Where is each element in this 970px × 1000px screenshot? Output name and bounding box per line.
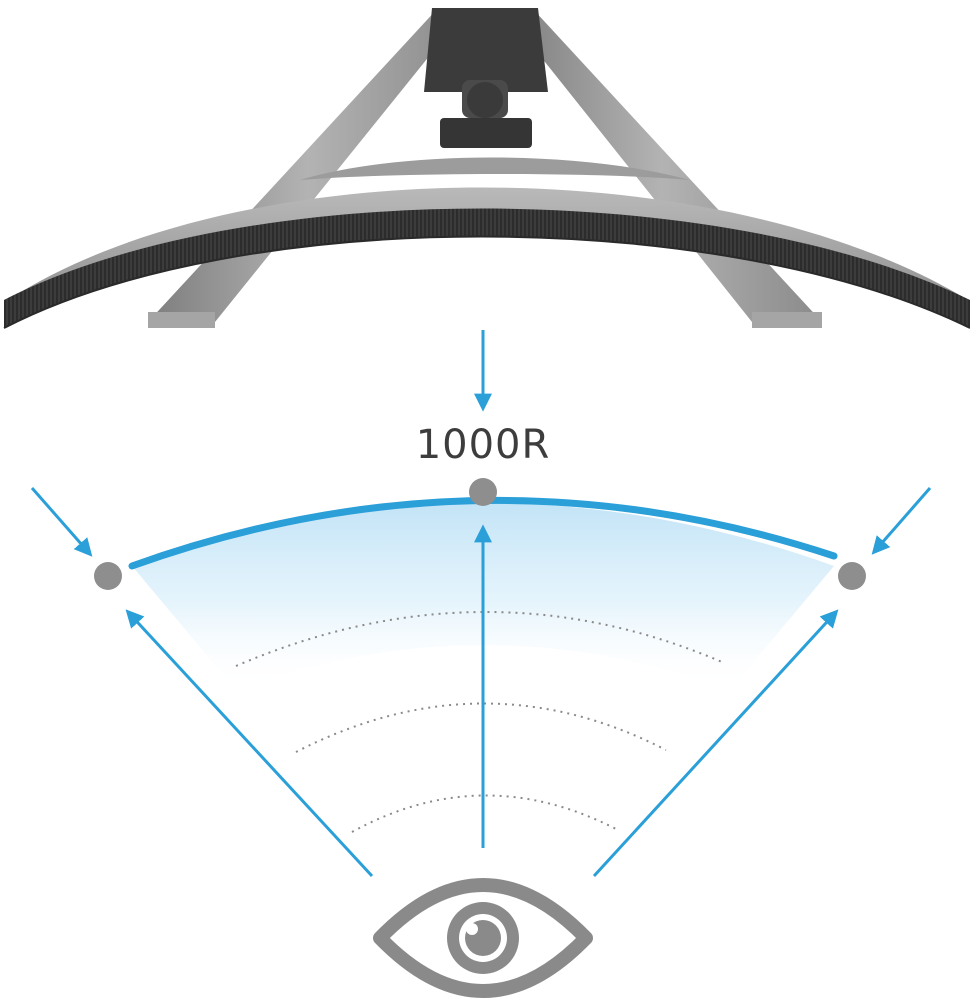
monitor-front-edge	[3, 235, 970, 329]
curved-monitor-icon	[3, 8, 970, 329]
distance-arc-3	[351, 794, 619, 833]
arrow-icon	[30, 487, 93, 557]
arrow-icon	[592, 609, 839, 878]
right-point	[838, 562, 866, 590]
center-point	[469, 478, 497, 506]
stand-neck	[424, 8, 548, 92]
monitor-front-bezel	[4, 208, 970, 328]
monitor-shell	[8, 187, 968, 326]
stand-foot-left	[148, 312, 215, 328]
distance-arc-1	[235, 611, 723, 667]
distance-arc-2	[295, 702, 667, 753]
curvature-label: 1000R	[416, 422, 551, 468]
left-point	[94, 562, 122, 590]
stand-hinge-knob	[467, 82, 503, 118]
stand-mount	[440, 118, 532, 148]
arrow-icon	[871, 487, 932, 555]
arrow-icon	[125, 609, 374, 878]
eye-icon	[373, 878, 593, 998]
monitor-rear-hump	[300, 157, 690, 180]
stand-foot-right	[752, 312, 822, 328]
